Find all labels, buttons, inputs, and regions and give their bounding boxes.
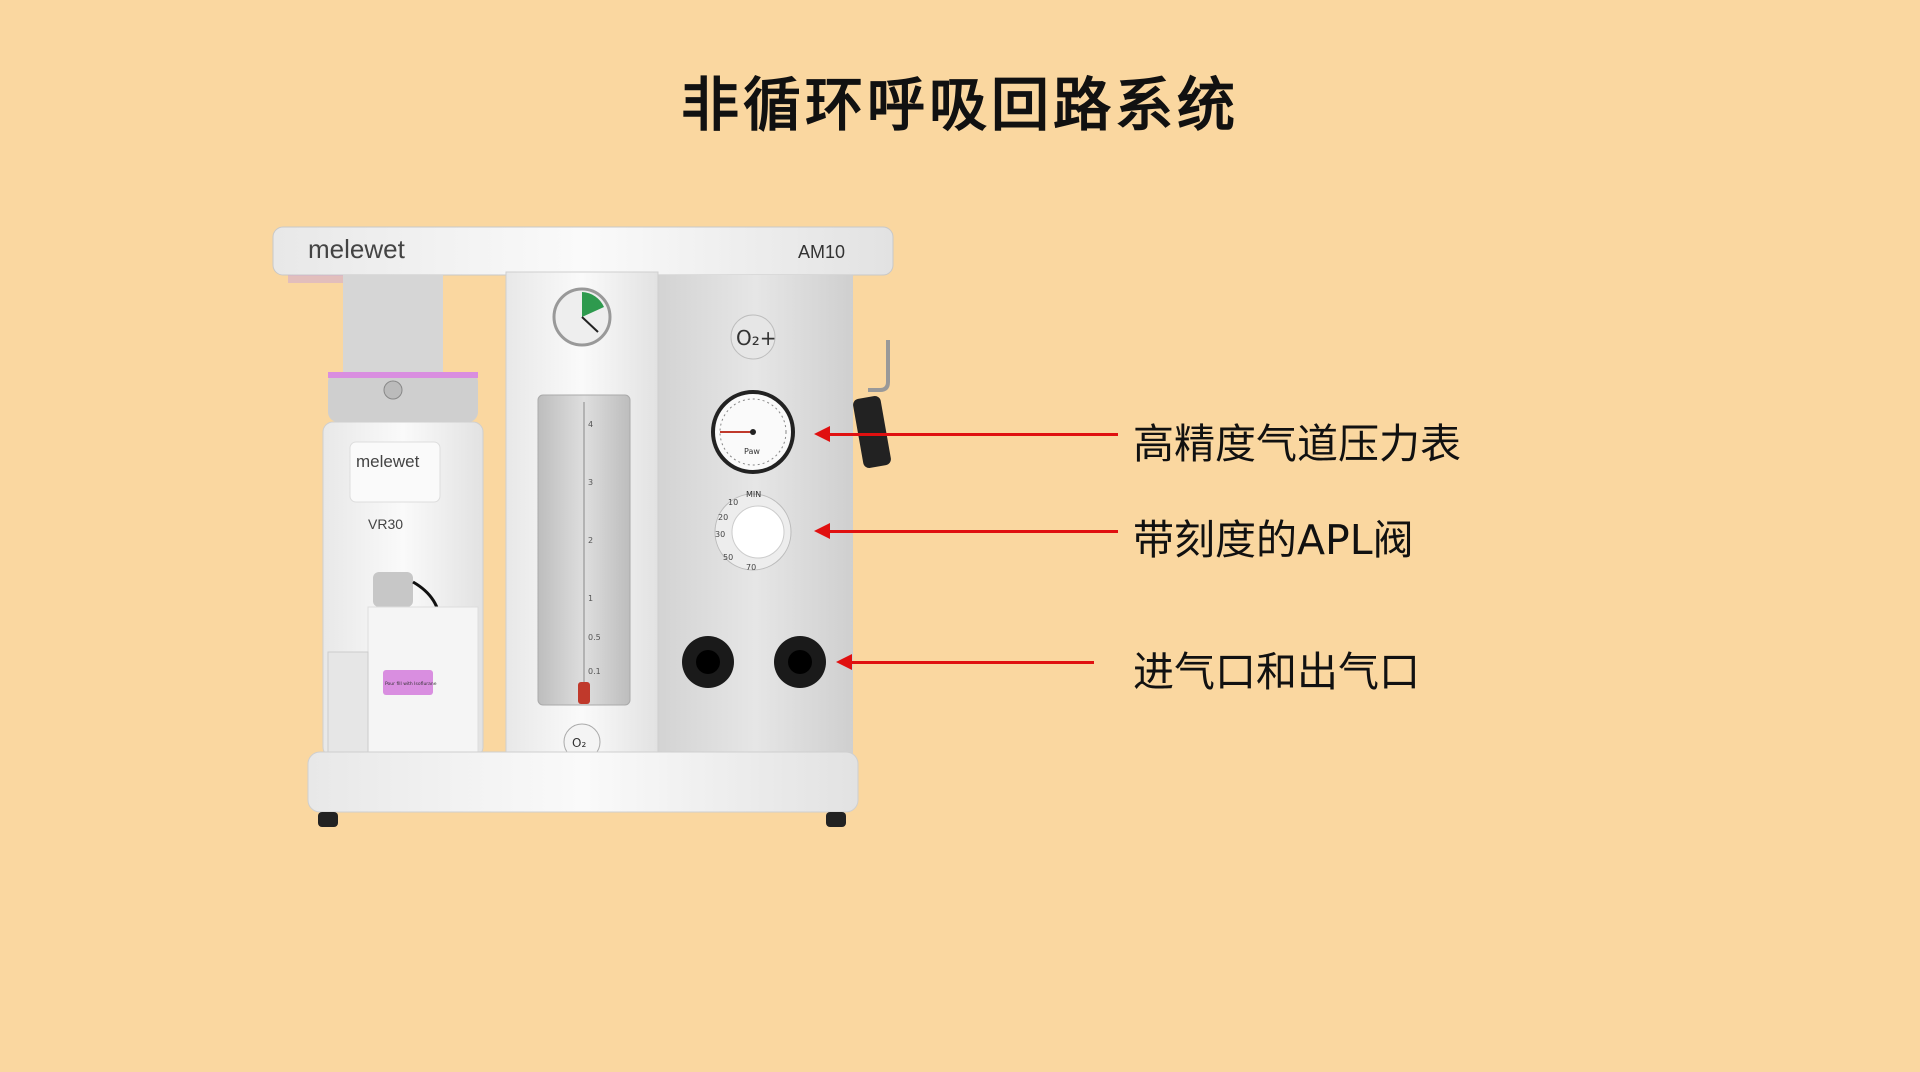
brand-logo: melewet: [308, 234, 406, 264]
svg-text:2: 2: [588, 536, 593, 545]
apl-callout: 带刻度的APL阀: [1133, 516, 1414, 564]
slide-title: 非循环呼吸回路系统: [680, 71, 1239, 139]
svg-text:Pour fill with Isoflurane: Pour fill with Isoflurane: [385, 681, 437, 687]
vaporizer-brand: melewet: [356, 452, 420, 471]
agent-label: [383, 670, 433, 695]
svg-text:0.1: 0.1: [588, 667, 601, 676]
apl-knob: [731, 505, 785, 559]
anesthesia-machine-illustration: melewet AM10 4 3 2 1 0.5 0.1 O₂ O₂+ Paw …: [272, 226, 894, 827]
side-adapter: [853, 396, 891, 468]
apl-arrow: [814, 523, 1118, 539]
svg-text:0.5: 0.5: [588, 633, 601, 642]
svg-text:3: 3: [588, 478, 593, 487]
base-shelf: [307, 751, 859, 813]
svg-text:Paw: Paw: [744, 447, 760, 456]
svg-text:50: 50: [723, 553, 733, 562]
svg-text:30: 30: [715, 530, 725, 539]
svg-text:MIN: MIN: [746, 490, 761, 499]
vaporizer-model: VR30: [368, 516, 403, 532]
vaporizer-top: [328, 372, 478, 422]
o2-flush-button: [730, 314, 776, 360]
svg-text:O₂+: O₂+: [736, 326, 777, 350]
svg-text:20: 20: [718, 513, 728, 522]
filler-cap: [373, 572, 413, 607]
svg-text:4: 4: [588, 420, 593, 429]
svg-text:1: 1: [588, 594, 593, 603]
ports-arrow: [836, 654, 1094, 670]
svg-text:70: 70: [746, 563, 756, 572]
gauge-arrow: [814, 426, 1118, 442]
flow-knob-label: O₂: [572, 736, 586, 750]
svg-text:10: 10: [728, 498, 738, 507]
model-label: AM10: [798, 242, 845, 262]
gauge-callout: 高精度气道压力表: [1133, 420, 1461, 468]
ports-callout: 进气口和出气口: [1133, 648, 1420, 696]
side-hook: [868, 340, 890, 392]
flow-float: [578, 682, 590, 704]
